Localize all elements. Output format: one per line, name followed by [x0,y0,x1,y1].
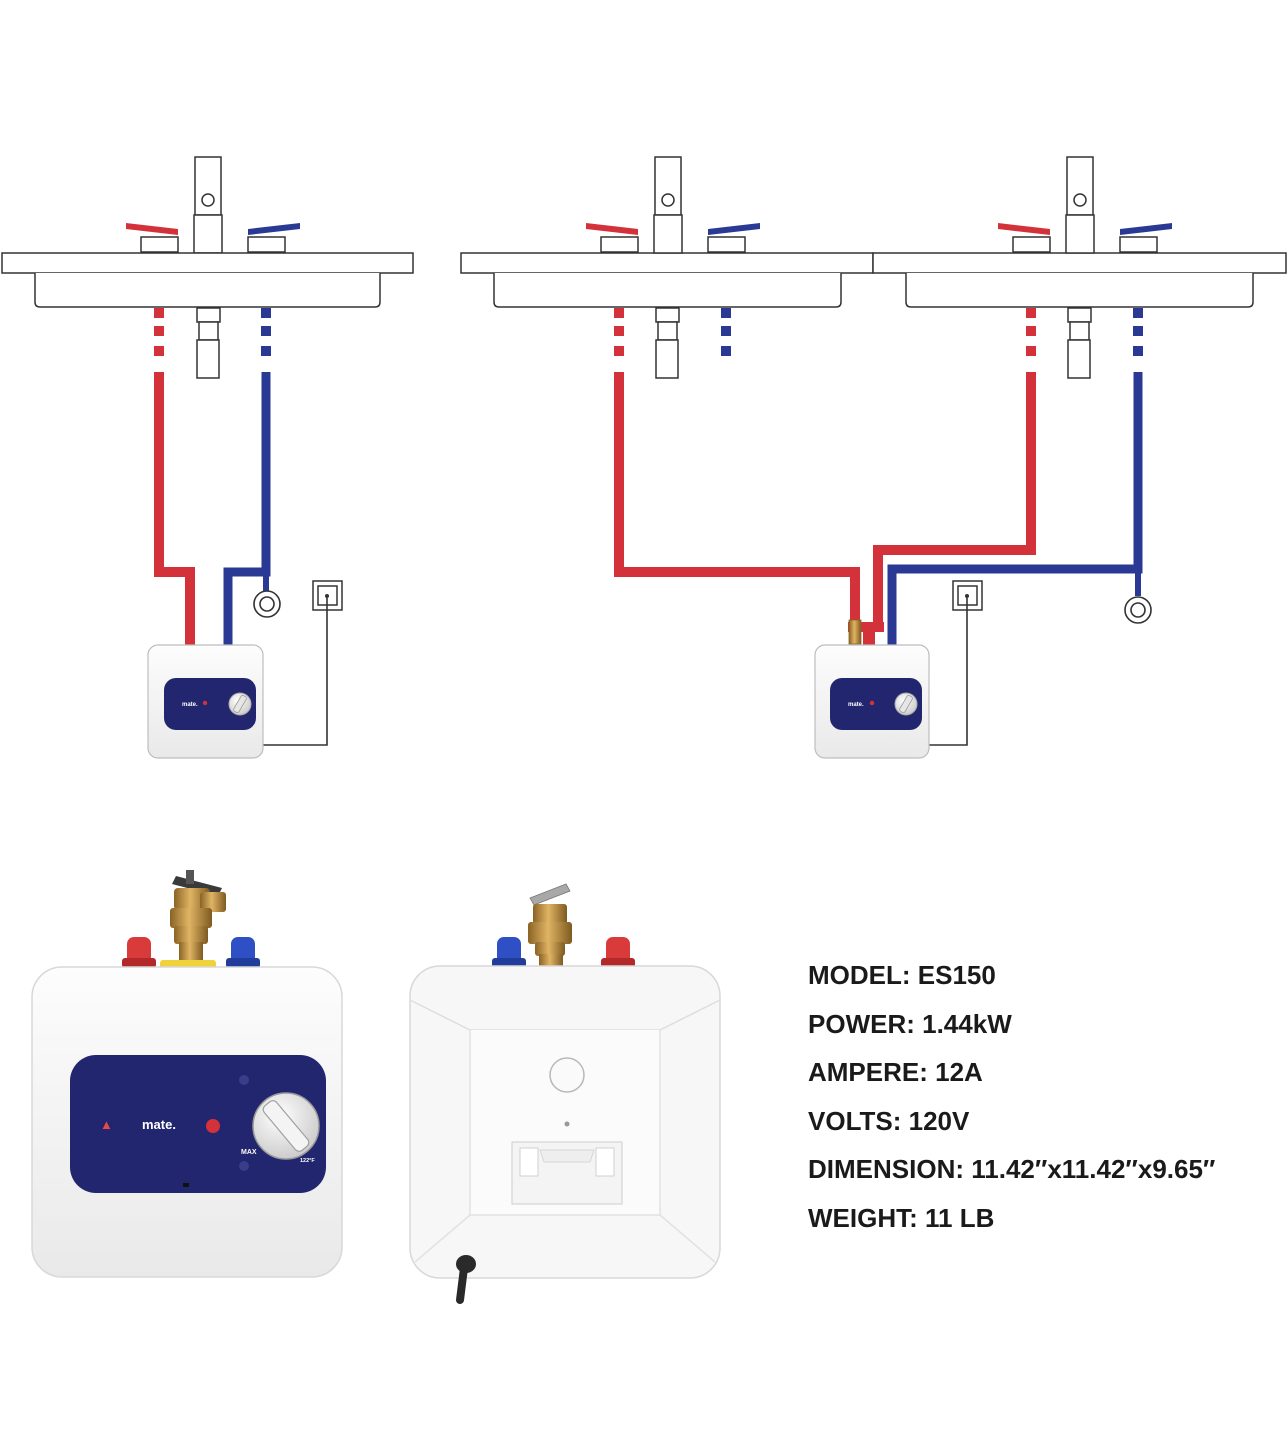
countertop [1,252,414,274]
hot-handle-icon [126,223,179,253]
heater-brand-label: mate. [142,1117,176,1132]
spec-label: MODEL: [808,960,911,990]
heater-front-view: ▲ mate. MAX 122°F [31,870,343,1278]
spec-label: VOLTS: [808,1105,902,1136]
pressure-relief-valve-icon [528,883,572,970]
hot-handle-icon [998,223,1051,253]
sink-basin [34,273,381,308]
spec-label: WEIGHT: [808,1202,918,1233]
max-label: MAX [241,1149,257,1156]
spec-row: VOLTS: 120V [808,1104,1278,1153]
control-panel [70,1055,326,1193]
hot-outlet-port-icon [122,937,156,968]
spec-label: POWER: [808,1008,915,1039]
spec-label: AMPERE: [808,1057,928,1087]
cold-handle-icon [707,223,760,253]
spec-row: POWER: 1.44kW [808,1007,1278,1056]
cold-handle-icon [247,223,300,253]
water-heater-small: mate. [814,644,930,759]
hot-pipe-left-branch [614,372,860,625]
faucet [1065,156,1095,254]
hot-handle-icon [586,223,639,253]
spec-row: AMPERE: 12A [808,1055,1278,1104]
power-cord [928,598,968,746]
power-cord [262,598,328,746]
drain-pipe [196,307,221,379]
power-indicator-light [206,1119,220,1133]
power-cord-icon [456,1255,476,1304]
spec-value: 1.44kW [922,1008,1012,1039]
heater-back-view [409,883,721,1304]
sink-setup-double: mate. [460,156,1287,759]
spec-value: 11.42″x11.42″x9.65″ [971,1154,1216,1184]
cold-inlet-port-icon [492,937,526,968]
spec-row: WEIGHT: 11 LB [808,1201,1278,1250]
spec-value: 12A [935,1057,983,1087]
cold-handle-icon [1119,223,1172,253]
sink-basin-right [905,273,1254,308]
sink-basin-left [493,273,842,308]
spec-row: DIMENSION: 11.42″x11.42″x9.65″ [808,1152,1278,1201]
spec-value: 11 LB [925,1202,995,1233]
cold-pipe [223,372,271,648]
spec-row: MODEL: ES150 [808,958,1278,1007]
faucet [653,156,683,254]
drain-pipe [655,307,680,379]
countertop-left [460,252,874,274]
shutoff-valve-icon [1124,569,1152,624]
countertop-right [872,252,1287,274]
cold-pipe [887,372,1143,648]
drain-pipe [1067,307,1092,379]
spec-value: 120V [908,1105,970,1136]
cold-inlet-port-icon [226,937,260,968]
tee-fitting-icon [848,619,884,648]
mounting-bracket [511,1141,623,1205]
hot-outlet-port-icon [601,937,635,968]
heater-brand-small: mate. [182,702,198,708]
spec-label: DIMENSION: [808,1154,964,1184]
temperature-label: 122°F [300,1158,315,1164]
faucet [193,156,223,254]
temperature-knob [252,1092,320,1160]
water-heater-small: mate. [147,644,264,759]
access-cover [549,1057,585,1093]
shutoff-valve-icon [253,572,281,618]
heater-brand-small: mate. [848,702,864,708]
spec-value: ES150 [917,960,996,990]
hot-pipe [154,372,195,648]
brand-prefix-mark: ▲ [100,1117,113,1132]
sink-setup-single: mate. [1,156,414,759]
pressure-relief-valve-icon [170,870,226,962]
hot-pipe-right-branch [873,372,1036,625]
